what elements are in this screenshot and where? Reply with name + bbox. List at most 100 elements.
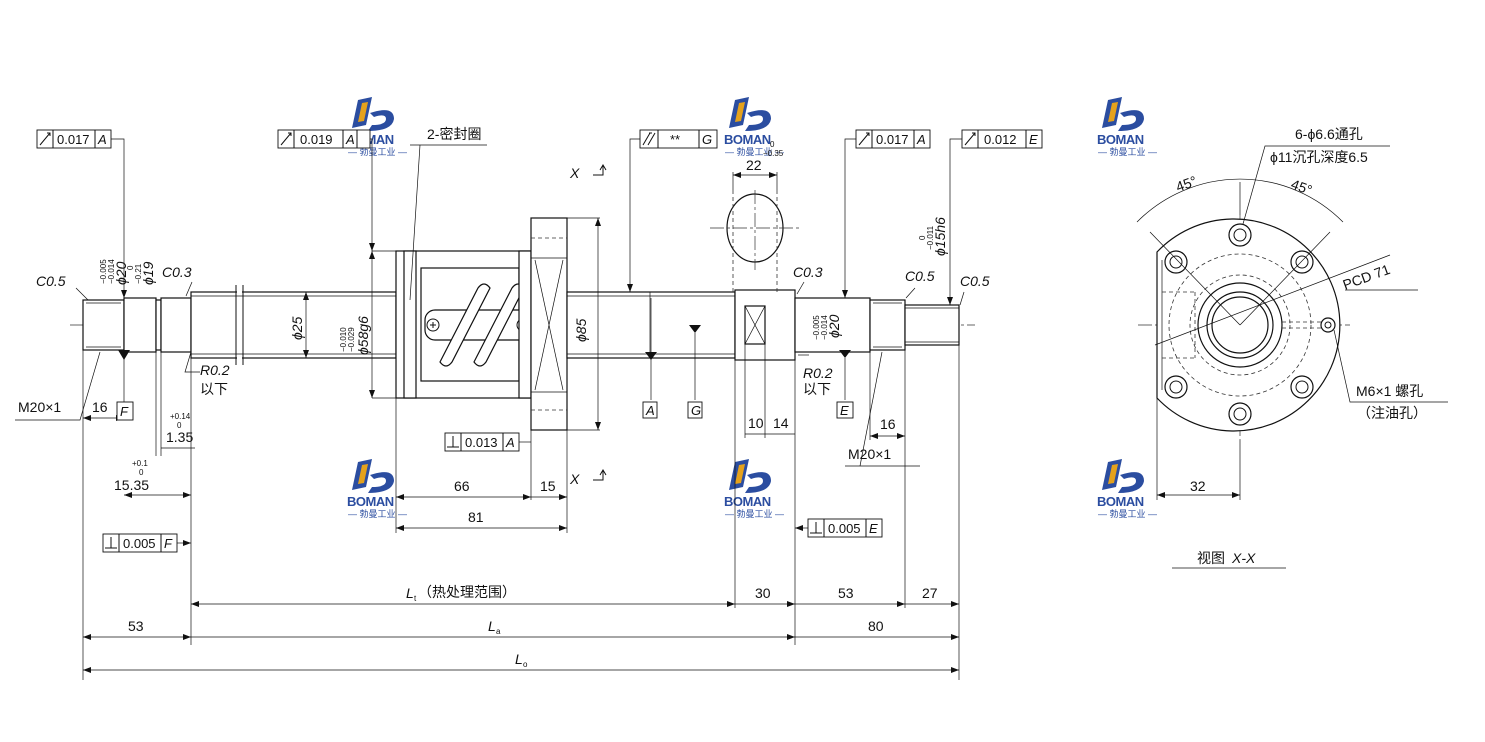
svg-text:以下: 以下 bbox=[803, 381, 831, 397]
svg-text:−0.005: −0.005 bbox=[99, 259, 108, 284]
tolerance-frame-end-runout: 0.012 E bbox=[947, 129, 1043, 305]
svg-text:E: E bbox=[1029, 132, 1038, 147]
svg-text:−0.010: −0.010 bbox=[339, 327, 348, 352]
svg-text:ϕ15h6: ϕ15h6 bbox=[932, 217, 948, 256]
svg-text:10: 10 bbox=[748, 415, 764, 431]
svg-text:R0.2: R0.2 bbox=[200, 362, 230, 378]
boman-logo: BOMAN — 勃曼工业 — bbox=[724, 97, 784, 157]
svg-text:**: ** bbox=[670, 132, 680, 147]
svg-text:ϕ85: ϕ85 bbox=[573, 318, 589, 342]
tolerance-frame-nut-runout: 0.019 A bbox=[277, 129, 375, 251]
svg-text:— 勃曼工业 —: — 勃曼工业 — bbox=[725, 146, 784, 157]
svg-text:A: A bbox=[345, 132, 355, 147]
tolerance-frame-left-runout: 0.017 A bbox=[36, 129, 127, 298]
svg-text:G: G bbox=[702, 132, 712, 147]
svg-text:A: A bbox=[505, 435, 515, 450]
svg-text:F: F bbox=[164, 536, 173, 551]
svg-text:L: L bbox=[515, 651, 523, 667]
svg-text:（注油孔）: （注油孔） bbox=[1357, 405, 1427, 421]
svg-text:6-ϕ6.6通孔: 6-ϕ6.6通孔 bbox=[1295, 126, 1363, 142]
svg-text:o: o bbox=[523, 660, 528, 669]
svg-text:0.012: 0.012 bbox=[984, 132, 1017, 147]
leader-lines bbox=[15, 144, 965, 481]
svg-text:C0.5: C0.5 bbox=[960, 273, 990, 289]
boman-logo: BOMAN — 勃曼工业 — bbox=[1097, 97, 1157, 157]
svg-text:以下: 以下 bbox=[200, 381, 228, 397]
svg-text:81: 81 bbox=[468, 509, 484, 525]
svg-text:C0.3: C0.3 bbox=[162, 264, 192, 280]
svg-text:A: A bbox=[97, 132, 107, 147]
svg-text:0.017: 0.017 bbox=[876, 132, 909, 147]
svg-text:— 勃曼工业 —: — 勃曼工业 — bbox=[725, 508, 784, 519]
svg-text:53: 53 bbox=[838, 585, 854, 601]
svg-text:0: 0 bbox=[177, 421, 182, 430]
svg-text:2-密封圈: 2-密封圈 bbox=[427, 126, 481, 142]
tolerance-frame-right-perp: 0.005 E bbox=[795, 518, 883, 538]
svg-text:ϕ20: ϕ20 bbox=[826, 314, 842, 338]
svg-text:0: 0 bbox=[918, 235, 927, 240]
svg-text:M20×1: M20×1 bbox=[18, 399, 61, 415]
svg-text:27: 27 bbox=[922, 585, 938, 601]
svg-text:16: 16 bbox=[880, 416, 896, 432]
svg-text:— 勃曼工业 —: — 勃曼工业 — bbox=[348, 146, 407, 157]
svg-text:0.013: 0.013 bbox=[465, 435, 498, 450]
extension-lines bbox=[82, 172, 960, 680]
svg-text:— 勃曼工业 —: — 勃曼工业 — bbox=[1098, 508, 1157, 519]
svg-text:BOMAN: BOMAN bbox=[724, 494, 771, 509]
svg-text:X: X bbox=[569, 471, 580, 487]
svg-text:0.005: 0.005 bbox=[123, 536, 156, 551]
svg-text:−0.005: −0.005 bbox=[812, 315, 821, 340]
svg-text:−0.029: −0.029 bbox=[347, 327, 356, 352]
tolerance-frame-right-runout: 0.017 A bbox=[842, 129, 931, 298]
svg-text:ϕ20: ϕ20 bbox=[113, 261, 129, 285]
dimension-lines bbox=[83, 172, 959, 673]
svg-text:14: 14 bbox=[773, 415, 789, 431]
boman-logo: BOMAN — 勃曼工业 — bbox=[1097, 459, 1157, 519]
svg-text:+0.14: +0.14 bbox=[170, 412, 191, 421]
svg-text:0.005: 0.005 bbox=[828, 521, 861, 536]
svg-text:F: F bbox=[120, 404, 129, 419]
flange-end-view bbox=[1136, 145, 1448, 569]
svg-text:0: 0 bbox=[126, 265, 135, 270]
svg-text:16: 16 bbox=[92, 399, 108, 415]
svg-text:— 勃曼工业 —: — 勃曼工业 — bbox=[348, 508, 407, 519]
svg-text:PCD 71: PCD 71 bbox=[1341, 261, 1393, 293]
tolerance-frame-flange-perp: 0.013 A bbox=[444, 432, 531, 452]
svg-text:BOMAN: BOMAN bbox=[1097, 132, 1144, 147]
svg-text:X: X bbox=[569, 165, 580, 181]
svg-text:0: 0 bbox=[139, 468, 144, 477]
svg-text:X-X: X-X bbox=[1231, 550, 1256, 566]
shaft bbox=[70, 190, 975, 431]
svg-text:ϕ25: ϕ25 bbox=[289, 316, 305, 340]
svg-text:80: 80 bbox=[868, 618, 884, 634]
datum-box-a bbox=[642, 401, 658, 419]
side-view-labels: C0.5 C0.3 C0.3 C0.5 C0.5 2-密封圈 X X R0.2 … bbox=[18, 126, 990, 487]
svg-text:−0.35: −0.35 bbox=[763, 149, 784, 158]
svg-text:45°: 45° bbox=[1289, 176, 1314, 198]
svg-text:视图: 视图 bbox=[1197, 550, 1225, 566]
svg-text:M20×1: M20×1 bbox=[848, 446, 891, 462]
svg-text:ϕ58g6: ϕ58g6 bbox=[355, 316, 371, 355]
svg-text:15: 15 bbox=[540, 478, 556, 494]
svg-text:53: 53 bbox=[128, 618, 144, 634]
svg-text:15.35: 15.35 bbox=[114, 477, 149, 493]
svg-text:66: 66 bbox=[454, 478, 470, 494]
svg-text:ϕ19: ϕ19 bbox=[140, 261, 156, 285]
svg-text:a: a bbox=[496, 627, 501, 636]
svg-text:−0.21: −0.21 bbox=[134, 263, 143, 284]
svg-text:−0.014: −0.014 bbox=[107, 259, 116, 284]
svg-text:−0.014: −0.014 bbox=[820, 315, 829, 340]
svg-text:45°: 45° bbox=[1174, 173, 1199, 195]
svg-text:22: 22 bbox=[746, 157, 762, 173]
svg-text:C0.3: C0.3 bbox=[793, 264, 823, 280]
svg-text:30: 30 bbox=[755, 585, 771, 601]
svg-text:R0.2: R0.2 bbox=[803, 365, 833, 381]
svg-text:1.35: 1.35 bbox=[166, 429, 193, 445]
boman-logo: BOMAN — 勃曼工业 — bbox=[724, 459, 784, 519]
flange-view-labels: 6-ϕ6.6通孔 ϕ11沉孔深度6.5 45° 45° PCD 71 M6×1 … bbox=[1174, 126, 1427, 566]
diameter-labels: ϕ20 −0.005 −0.014 ϕ19 0 −0.21 ϕ25 ϕ58g6 … bbox=[99, 217, 948, 355]
svg-text:BOMAN: BOMAN bbox=[1097, 494, 1144, 509]
svg-text:L: L bbox=[488, 618, 496, 634]
svg-text:A: A bbox=[645, 403, 655, 418]
svg-text:0.017: 0.017 bbox=[57, 132, 90, 147]
